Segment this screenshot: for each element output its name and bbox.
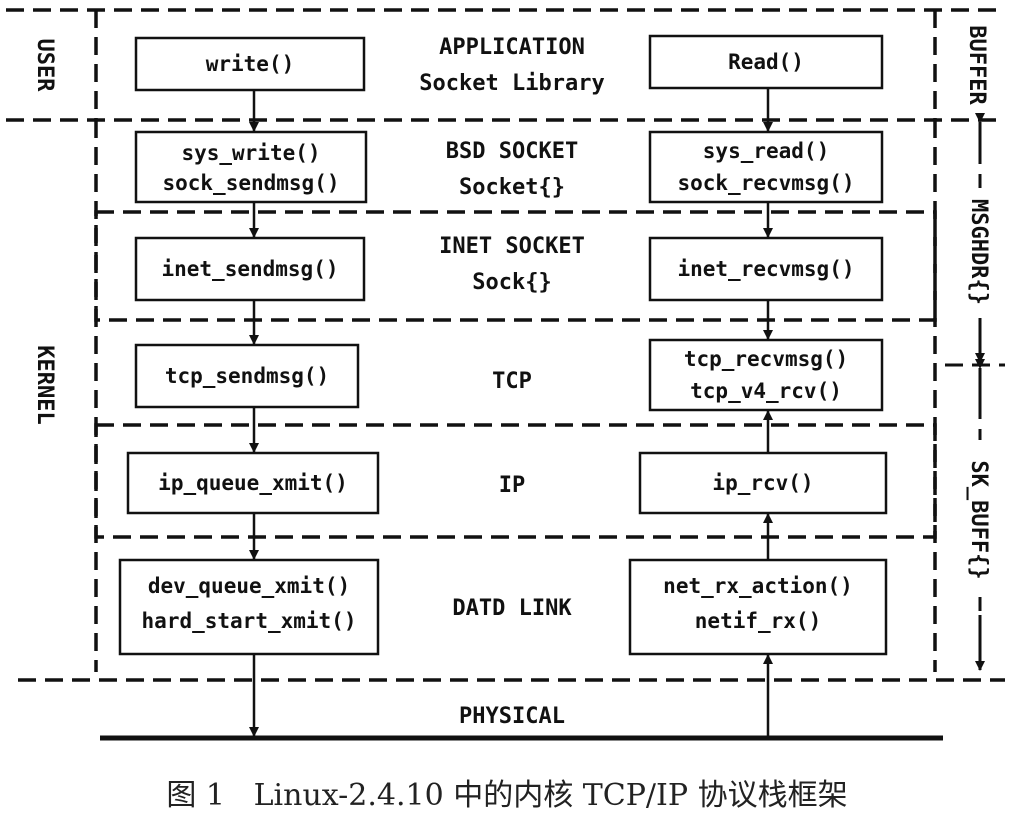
figure-caption: 图 1 Linux-2.4.10 中的内核 TCP/IP 协议栈框架 <box>166 778 848 813</box>
sys-read-box <box>648 130 884 204</box>
ip-title: IP <box>499 473 526 498</box>
inet-sendmsg-label: inet_sendmsg() <box>161 257 338 281</box>
kernel-layer-label: KERNEL <box>32 345 57 424</box>
physical-label: PHYSICAL <box>459 704 565 729</box>
sys-write-label: sys_write() <box>181 141 320 165</box>
ip-rcv-label: ip_rcv() <box>712 471 813 495</box>
ip-queue-xmit-label: ip_queue_xmit() <box>158 471 348 495</box>
tcp-recvmsg-label: tcp_recvmsg() <box>684 347 848 371</box>
sock-recvmsg-label: sock_recvmsg() <box>677 171 854 195</box>
read-label: Read() <box>728 50 804 74</box>
inet-socket-subtitle: Sock{} <box>472 270 551 295</box>
net-rx-action-label: net_rx_action() <box>663 574 853 598</box>
sock-sendmsg-label: sock_sendmsg() <box>162 171 339 195</box>
read-box <box>648 34 884 90</box>
netif-rx-label: netif_rx() <box>695 609 821 633</box>
msghdr-label: MSGHDR{} <box>966 199 991 305</box>
skbuff-label: SK_BUFF{} <box>966 460 991 579</box>
inet-recvmsg-box <box>648 236 884 302</box>
hard-start-xmit-label: hard_start_xmit() <box>142 609 357 633</box>
application-title: APPLICATION <box>439 35 585 60</box>
tcp-sendmsg-label: tcp_sendmsg() <box>165 364 329 388</box>
inet-sendmsg-box <box>134 236 366 302</box>
tcp-v4-rcv-label: tcp_v4_rcv() <box>690 379 842 403</box>
bsd-socket-subtitle: Socket{} <box>459 175 565 200</box>
sys-read-label: sys_read() <box>703 139 829 163</box>
ip-queue-xmit-box <box>126 451 380 515</box>
sys-write-box <box>134 130 368 204</box>
tcp-recvmsg-box <box>648 338 884 412</box>
application-subtitle: Socket Library <box>419 71 604 96</box>
tcp-ip-stack-diagram: USER KERNEL BUFFER MSGHDR{} SK_BUFF{} AP… <box>6 8 1005 741</box>
net-rx-action-box <box>628 558 888 656</box>
tcp-title: TCP <box>492 369 532 394</box>
inet-socket-region <box>94 210 937 322</box>
tcp-sendmsg-box <box>134 343 360 409</box>
ip-rcv-box <box>638 451 888 515</box>
inet-socket-title: INET SOCKET <box>439 234 585 259</box>
inet-recvmsg-label: inet_recvmsg() <box>677 257 854 281</box>
datalink-title: DATD LINK <box>452 596 572 621</box>
write-box <box>134 36 366 92</box>
dev-queue-xmit-label: dev_queue_xmit() <box>148 574 350 598</box>
dev-queue-xmit-box <box>118 558 380 656</box>
user-layer-label: USER <box>32 39 57 93</box>
bsd-socket-title: BSD SOCKET <box>446 139 578 164</box>
buffer-label: BUFFER <box>964 25 989 105</box>
write-label: write() <box>206 52 295 76</box>
ip-region <box>94 423 937 539</box>
